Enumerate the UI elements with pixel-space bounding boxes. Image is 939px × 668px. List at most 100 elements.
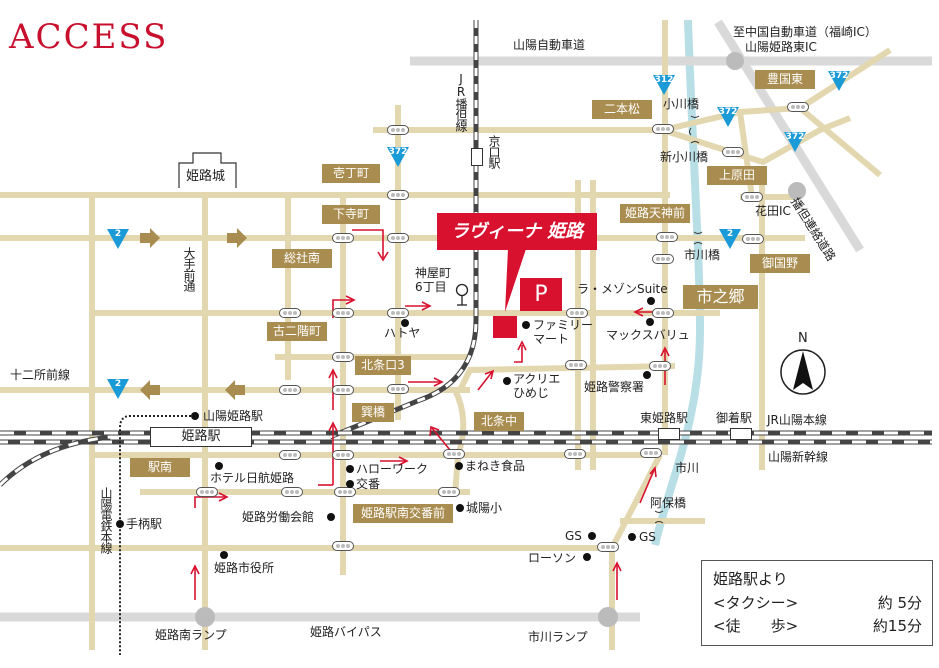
traffic-signal-icon <box>332 308 354 318</box>
city-hall-label: 姫路市役所 <box>214 561 275 575</box>
higashi-himeji-station-marker <box>658 428 680 440</box>
place-dot <box>401 319 409 327</box>
traffic-signal-icon <box>438 487 460 497</box>
intersection-toyokunihigashi: 豊国東 <box>755 70 815 89</box>
traffic-signal-icon <box>597 542 619 552</box>
himeji-station-label: 姫路駅 <box>150 427 252 447</box>
place-dot <box>346 465 354 473</box>
intersection-hojoguchi3: 北条口3 <box>355 356 411 375</box>
place-dot <box>220 551 228 559</box>
traffic-signal-icon <box>332 385 354 395</box>
traffic-signal-icon <box>334 487 356 497</box>
traffic-signal-icon <box>652 254 674 264</box>
traffic-signal-icon <box>649 361 671 371</box>
traffic-signal-icon <box>196 487 218 497</box>
intersection-nihonmatsu: 二本松 <box>592 100 652 119</box>
ogawabashi-label: 小川橋 <box>663 97 700 111</box>
place-dot <box>503 377 511 385</box>
himeji-castle-label: 姫路城 <box>186 169 226 184</box>
taxi-time: 約 5分 <box>877 594 922 612</box>
higashi-himeji-station-label: 東姫路駅 <box>640 411 689 425</box>
abobashi-label: 阿保橋 <box>650 496 687 510</box>
sanyo-shinkansen-label: 山陽新幹線 <box>768 450 829 464</box>
place-dot <box>647 297 655 305</box>
ichikawa-ramp-label: 市川ランプ <box>528 630 588 644</box>
police-label: 姫路警察署 <box>584 380 645 394</box>
property-callout: ラヴィーナ 姫路 <box>437 213 597 250</box>
route-372-shield-icon: 372 <box>386 146 410 168</box>
joyo-school-label: 城陽小 <box>466 501 503 515</box>
traffic-signal-icon <box>279 450 301 460</box>
traffic-signal-icon <box>787 102 809 112</box>
walk-time: 約15分 <box>872 617 922 635</box>
shin-ogawabashi-label: 新小川橋 <box>660 150 709 164</box>
taxi-label: <タクシー> <box>713 594 799 612</box>
castle-outline <box>178 152 237 188</box>
interchange-circles <box>195 52 806 627</box>
compass-icon <box>780 349 826 395</box>
hanada-ic-label: 花田IC <box>755 204 791 218</box>
sanyo-expressway-label: 山陽自動車道 <box>513 38 586 52</box>
rodo-kaikan-label: 姫路労働会館 <box>242 510 315 524</box>
sanyo-railway-label: 山陽電鉄本線 <box>99 487 113 553</box>
lamaison-label: ラ・メゾンSuite <box>577 282 668 296</box>
place-dot <box>456 504 464 512</box>
intersection-mikunino: 御国野 <box>750 254 810 273</box>
sanyo-himeji-station-label: 山陽姫路駅 <box>203 409 264 423</box>
place-dot <box>455 462 463 470</box>
kyoguchi-station-marker <box>471 148 483 166</box>
kyoguchi-station-label: 京口駅 <box>487 135 501 168</box>
traffic-signal-icon <box>564 449 586 459</box>
traffic-signal-icon <box>332 541 354 551</box>
gs-label: GS <box>565 529 582 543</box>
ichikawa-river-label: 市川 <box>675 461 700 475</box>
roads <box>0 20 892 650</box>
maxvalu-label: マックスバリュ <box>606 328 690 342</box>
sanyo-himeji-east-ic-label: 山陽姫路東IC <box>745 40 817 54</box>
route-312-shield-icon: 312 <box>652 74 676 96</box>
ichikawabashi-label: 市川橋 <box>684 248 721 262</box>
to-chugoku-label: 至中国自動車道（福崎IC） <box>733 25 877 39</box>
intersection-ichome: 壱丁町 <box>322 164 380 183</box>
intersection-hojonaka: 北条中 <box>474 412 524 431</box>
familymart-label: ファミリー マート <box>533 318 594 346</box>
traffic-signal-icon <box>565 360 587 370</box>
route-2-shield-icon: 2 <box>106 378 130 400</box>
place-dot <box>215 462 223 470</box>
himeji-minami-ramp-label: 姫路南ランプ <box>155 628 227 642</box>
himeji-bypass-label: 姫路バイパス <box>310 625 382 639</box>
traffic-signal-icon <box>387 190 409 200</box>
lawson-label: ローソン <box>528 551 577 565</box>
place-dot <box>522 321 530 329</box>
place-dot <box>646 318 654 326</box>
traffic-signal-icon <box>332 233 354 243</box>
traffic-signal-icon <box>387 125 409 135</box>
traffic-signal-icon <box>722 147 744 157</box>
traffic-signal-icon <box>332 450 354 460</box>
direction-arrows-gold <box>140 228 247 400</box>
intersection-tatsumibashi: 巽橋 <box>352 403 394 422</box>
route-2-shield-icon: 2 <box>718 228 742 250</box>
place-dot <box>191 412 199 420</box>
place-dot <box>628 533 636 541</box>
page-title: ACCESS <box>9 17 169 57</box>
bridge-marks <box>654 115 703 524</box>
parking-marker: P <box>520 278 562 311</box>
property-marker <box>493 316 517 338</box>
compass-north-label: N <box>798 331 808 346</box>
bus-stop-icon <box>455 283 469 306</box>
gs-label: GS <box>639 530 656 544</box>
intersection-ekiminami: 駅南 <box>130 458 190 477</box>
hatoya-label: ハトヤ <box>384 326 421 340</box>
intersection-ichinogo: 市之郷 <box>683 285 758 309</box>
route-372-shield-icon: 372 <box>783 131 807 153</box>
gochaku-station-marker <box>730 428 752 440</box>
traffic-signal-icon <box>279 385 301 395</box>
intersection-koban-mae: 姫路駅南交番前 <box>353 504 453 523</box>
intersection-shimoderamachi: 下寺町 <box>322 205 380 224</box>
traffic-signal-icon <box>279 308 301 318</box>
tegara-station-label: 手柄駅 <box>126 517 163 531</box>
traffic-signal-icon <box>741 192 763 202</box>
place-dot <box>643 371 651 379</box>
